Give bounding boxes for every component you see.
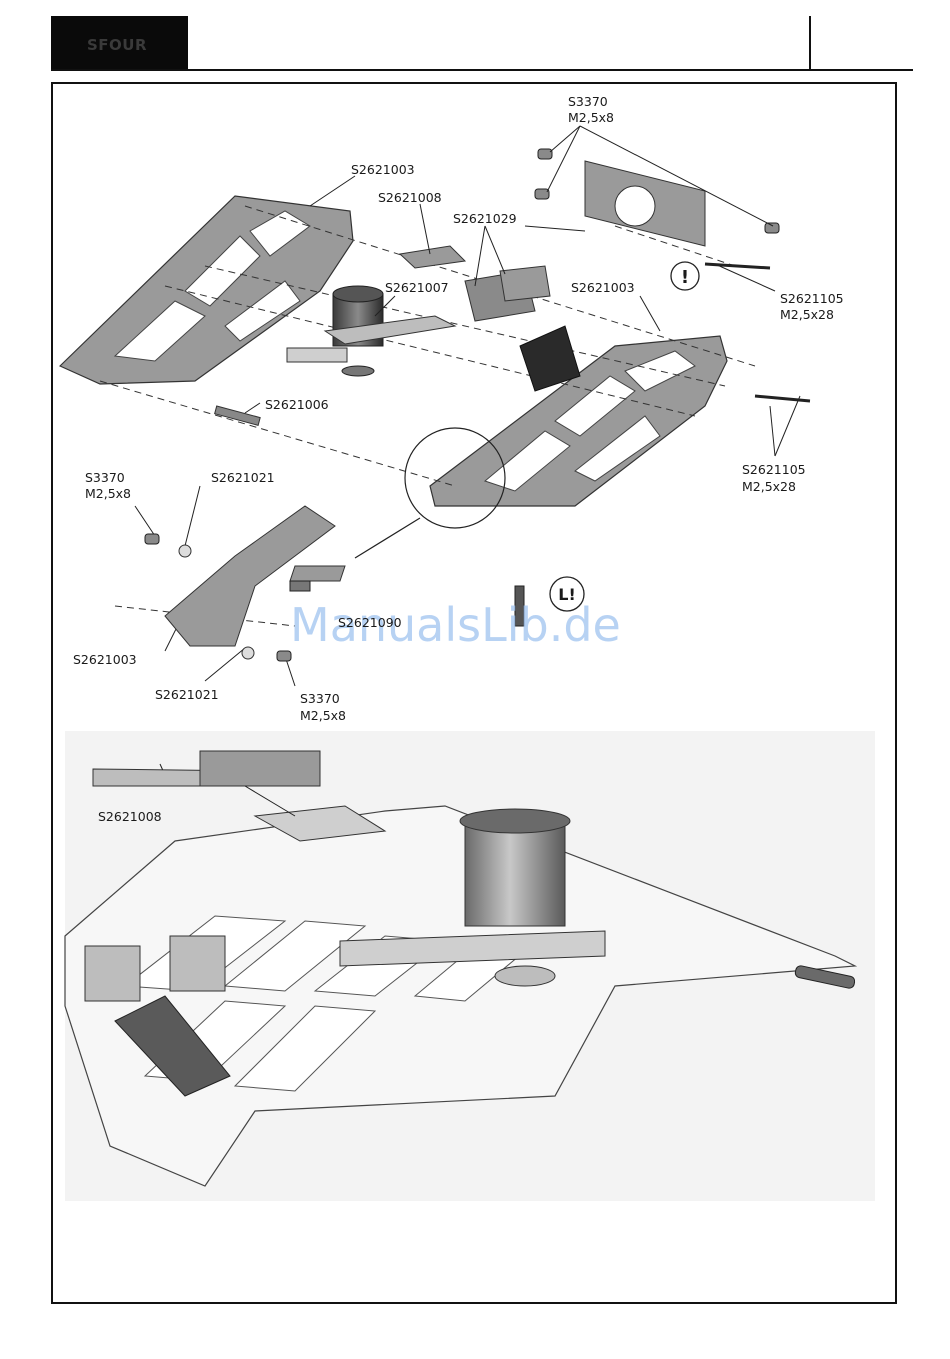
- bearing-section: [200, 751, 320, 786]
- label-m25x8-mid: M2,5x8: [85, 486, 131, 501]
- bearing-block-top: [585, 161, 705, 246]
- label-s2621008-a: S2621008: [378, 190, 442, 205]
- label-s2621090: S2621090: [338, 615, 402, 630]
- label-s2621021-b: S2621021: [155, 687, 219, 702]
- header-divider: [809, 16, 811, 70]
- label-s2621029: S2621029: [453, 211, 517, 226]
- label-m25x8-top: M2,5x8: [568, 110, 614, 125]
- label-s2621105-b: S2621105: [742, 462, 806, 477]
- label-m25x8-bot: M2,5x8: [300, 708, 346, 723]
- label-m25x28-a: M2,5x28: [780, 307, 834, 322]
- brand-logo-text: SFOUR: [87, 36, 147, 54]
- label-s2621007: S2621007: [385, 280, 449, 295]
- label-s2621006: S2621006: [265, 397, 329, 412]
- spacer-s2621006: [215, 406, 261, 425]
- label-s3370-mid: S3370: [85, 470, 125, 485]
- detail-arrow: [355, 518, 420, 558]
- label-s2621105-a: S2621105: [780, 291, 844, 306]
- caution-mark: !: [681, 267, 689, 288]
- bearing-block-s2621029-b: [500, 266, 550, 301]
- header-rule: [51, 69, 913, 71]
- label-s2621003-c: S2621003: [73, 652, 137, 667]
- label-s2621008-b: S2621008: [98, 809, 162, 824]
- label-s3370-bot: S3370: [300, 691, 340, 706]
- label-s3370-top: S3370: [568, 94, 608, 109]
- label-s2621003-a: S2621003: [351, 162, 415, 177]
- brand-logo: SFOUR: [51, 16, 188, 71]
- assembly-illustration: ! L! ManualsLib.de S3370 M2,5x8 S2621003…: [55, 86, 895, 1206]
- label-s2621003-b: S2621003: [571, 280, 635, 295]
- label-s2621021-a: S2621021: [211, 470, 275, 485]
- label-m25x28-b: M2,5x28: [742, 479, 796, 494]
- bridge-s2621008: [400, 246, 465, 268]
